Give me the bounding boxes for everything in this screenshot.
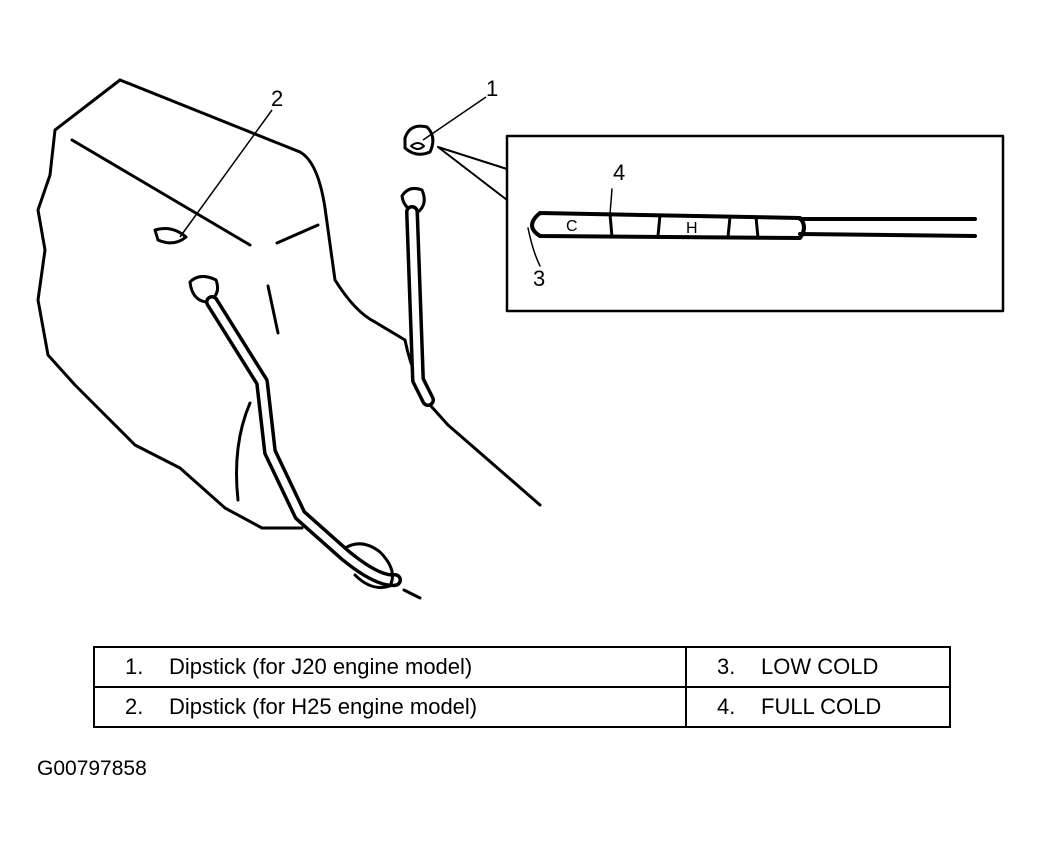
- legend-table: 1. Dipstick (for J20 engine model) 3. LOW …: [93, 646, 951, 728]
- legend-text: FULL COLD: [761, 694, 882, 719]
- dipstick-detail: [437, 134, 1005, 313]
- legend-text: Dipstick (for H25 engine model): [169, 694, 478, 719]
- hot-mark: H: [686, 220, 698, 237]
- legend-cell: 4. FULL COLD: [685, 686, 951, 728]
- legend-number: 4.: [717, 694, 736, 719]
- legend-text: LOW COLD: [761, 654, 879, 679]
- legend-text: Dipstick (for J20 engine model): [169, 654, 473, 679]
- callout-1: 1: [486, 76, 498, 101]
- legend-row: 2. Dipstick (for H25 engine model) 4. FULL…: [93, 686, 951, 728]
- callout-4: 4: [613, 160, 625, 185]
- engine-dipstick-illustration: C H 1 2 3 4: [36, 76, 1005, 600]
- legend-number: 2.: [125, 694, 144, 719]
- figure-id: G00797858: [37, 757, 147, 780]
- dipstick-h25: [153, 227, 402, 590]
- legend-cell: 3. LOW COLD: [685, 646, 951, 688]
- leader-lines: [179, 96, 487, 238]
- legend-number: 1.: [125, 654, 144, 679]
- legend-cell: 2. Dipstick (for H25 engine model): [93, 686, 687, 728]
- cold-mark: C: [566, 218, 578, 235]
- callout-2: 2: [271, 86, 283, 111]
- dipstick-j20: [400, 124, 435, 407]
- engine-outline: [36, 78, 542, 600]
- legend-cell: 1. Dipstick (for J20 engine model): [93, 646, 687, 688]
- legend-row: 1. Dipstick (for J20 engine model) 3. LOW …: [93, 646, 951, 688]
- callout-3: 3: [533, 266, 545, 291]
- legend-number: 3.: [717, 654, 736, 679]
